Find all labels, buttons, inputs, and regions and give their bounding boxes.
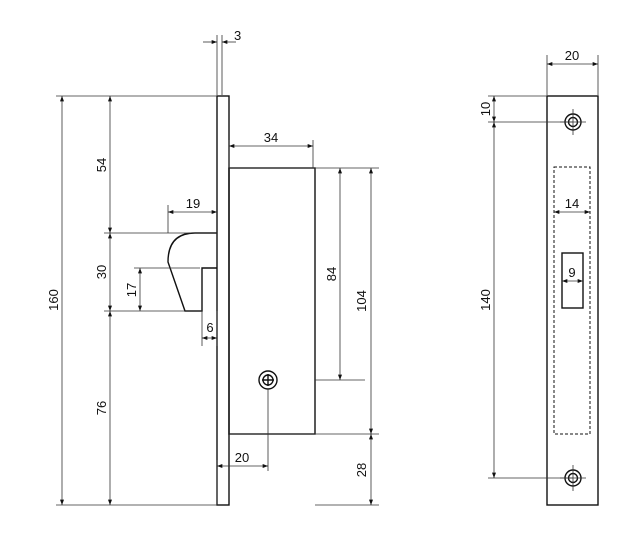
hook-latch bbox=[167, 232, 217, 312]
strike-plate bbox=[546, 95, 599, 506]
dim-faceplate-thickness: 3 bbox=[234, 28, 241, 43]
dim-latch-lower: 17 bbox=[124, 283, 139, 297]
dim-hole-spacing: 140 bbox=[478, 289, 493, 311]
dim-body-to-bottom: 28 bbox=[354, 463, 369, 477]
lock-body-view: 3 160 54 30 76 17 19 6 34 84 104 28 20 bbox=[46, 28, 379, 506]
dim-top-hole-offset: 10 bbox=[478, 102, 493, 116]
dim-slot-width: 9 bbox=[568, 265, 575, 280]
dim-screw-height: 84 bbox=[324, 267, 339, 281]
dim-screw-backset: 20 bbox=[235, 450, 249, 465]
dim-top-to-latch: 54 bbox=[94, 158, 109, 172]
strike-plate-view: 20 10 140 14 9 bbox=[478, 48, 599, 506]
dim-body-depth: 34 bbox=[264, 130, 278, 145]
dim-latch-height: 30 bbox=[94, 265, 109, 279]
dim-pocket-width: 14 bbox=[565, 196, 579, 211]
dim-latch-to-bottom: 76 bbox=[94, 401, 109, 415]
dim-body-height: 104 bbox=[354, 290, 369, 312]
pocket-outline bbox=[553, 166, 591, 435]
dim-latch-step: 6 bbox=[206, 320, 213, 335]
faceplate bbox=[216, 95, 230, 506]
screw-icon bbox=[258, 370, 278, 390]
lock-case bbox=[228, 167, 316, 435]
dim-plate-width: 20 bbox=[565, 48, 579, 63]
dim-overall-height: 160 bbox=[46, 289, 61, 311]
dim-latch-projection: 19 bbox=[186, 196, 200, 211]
latch-slot bbox=[561, 252, 584, 309]
